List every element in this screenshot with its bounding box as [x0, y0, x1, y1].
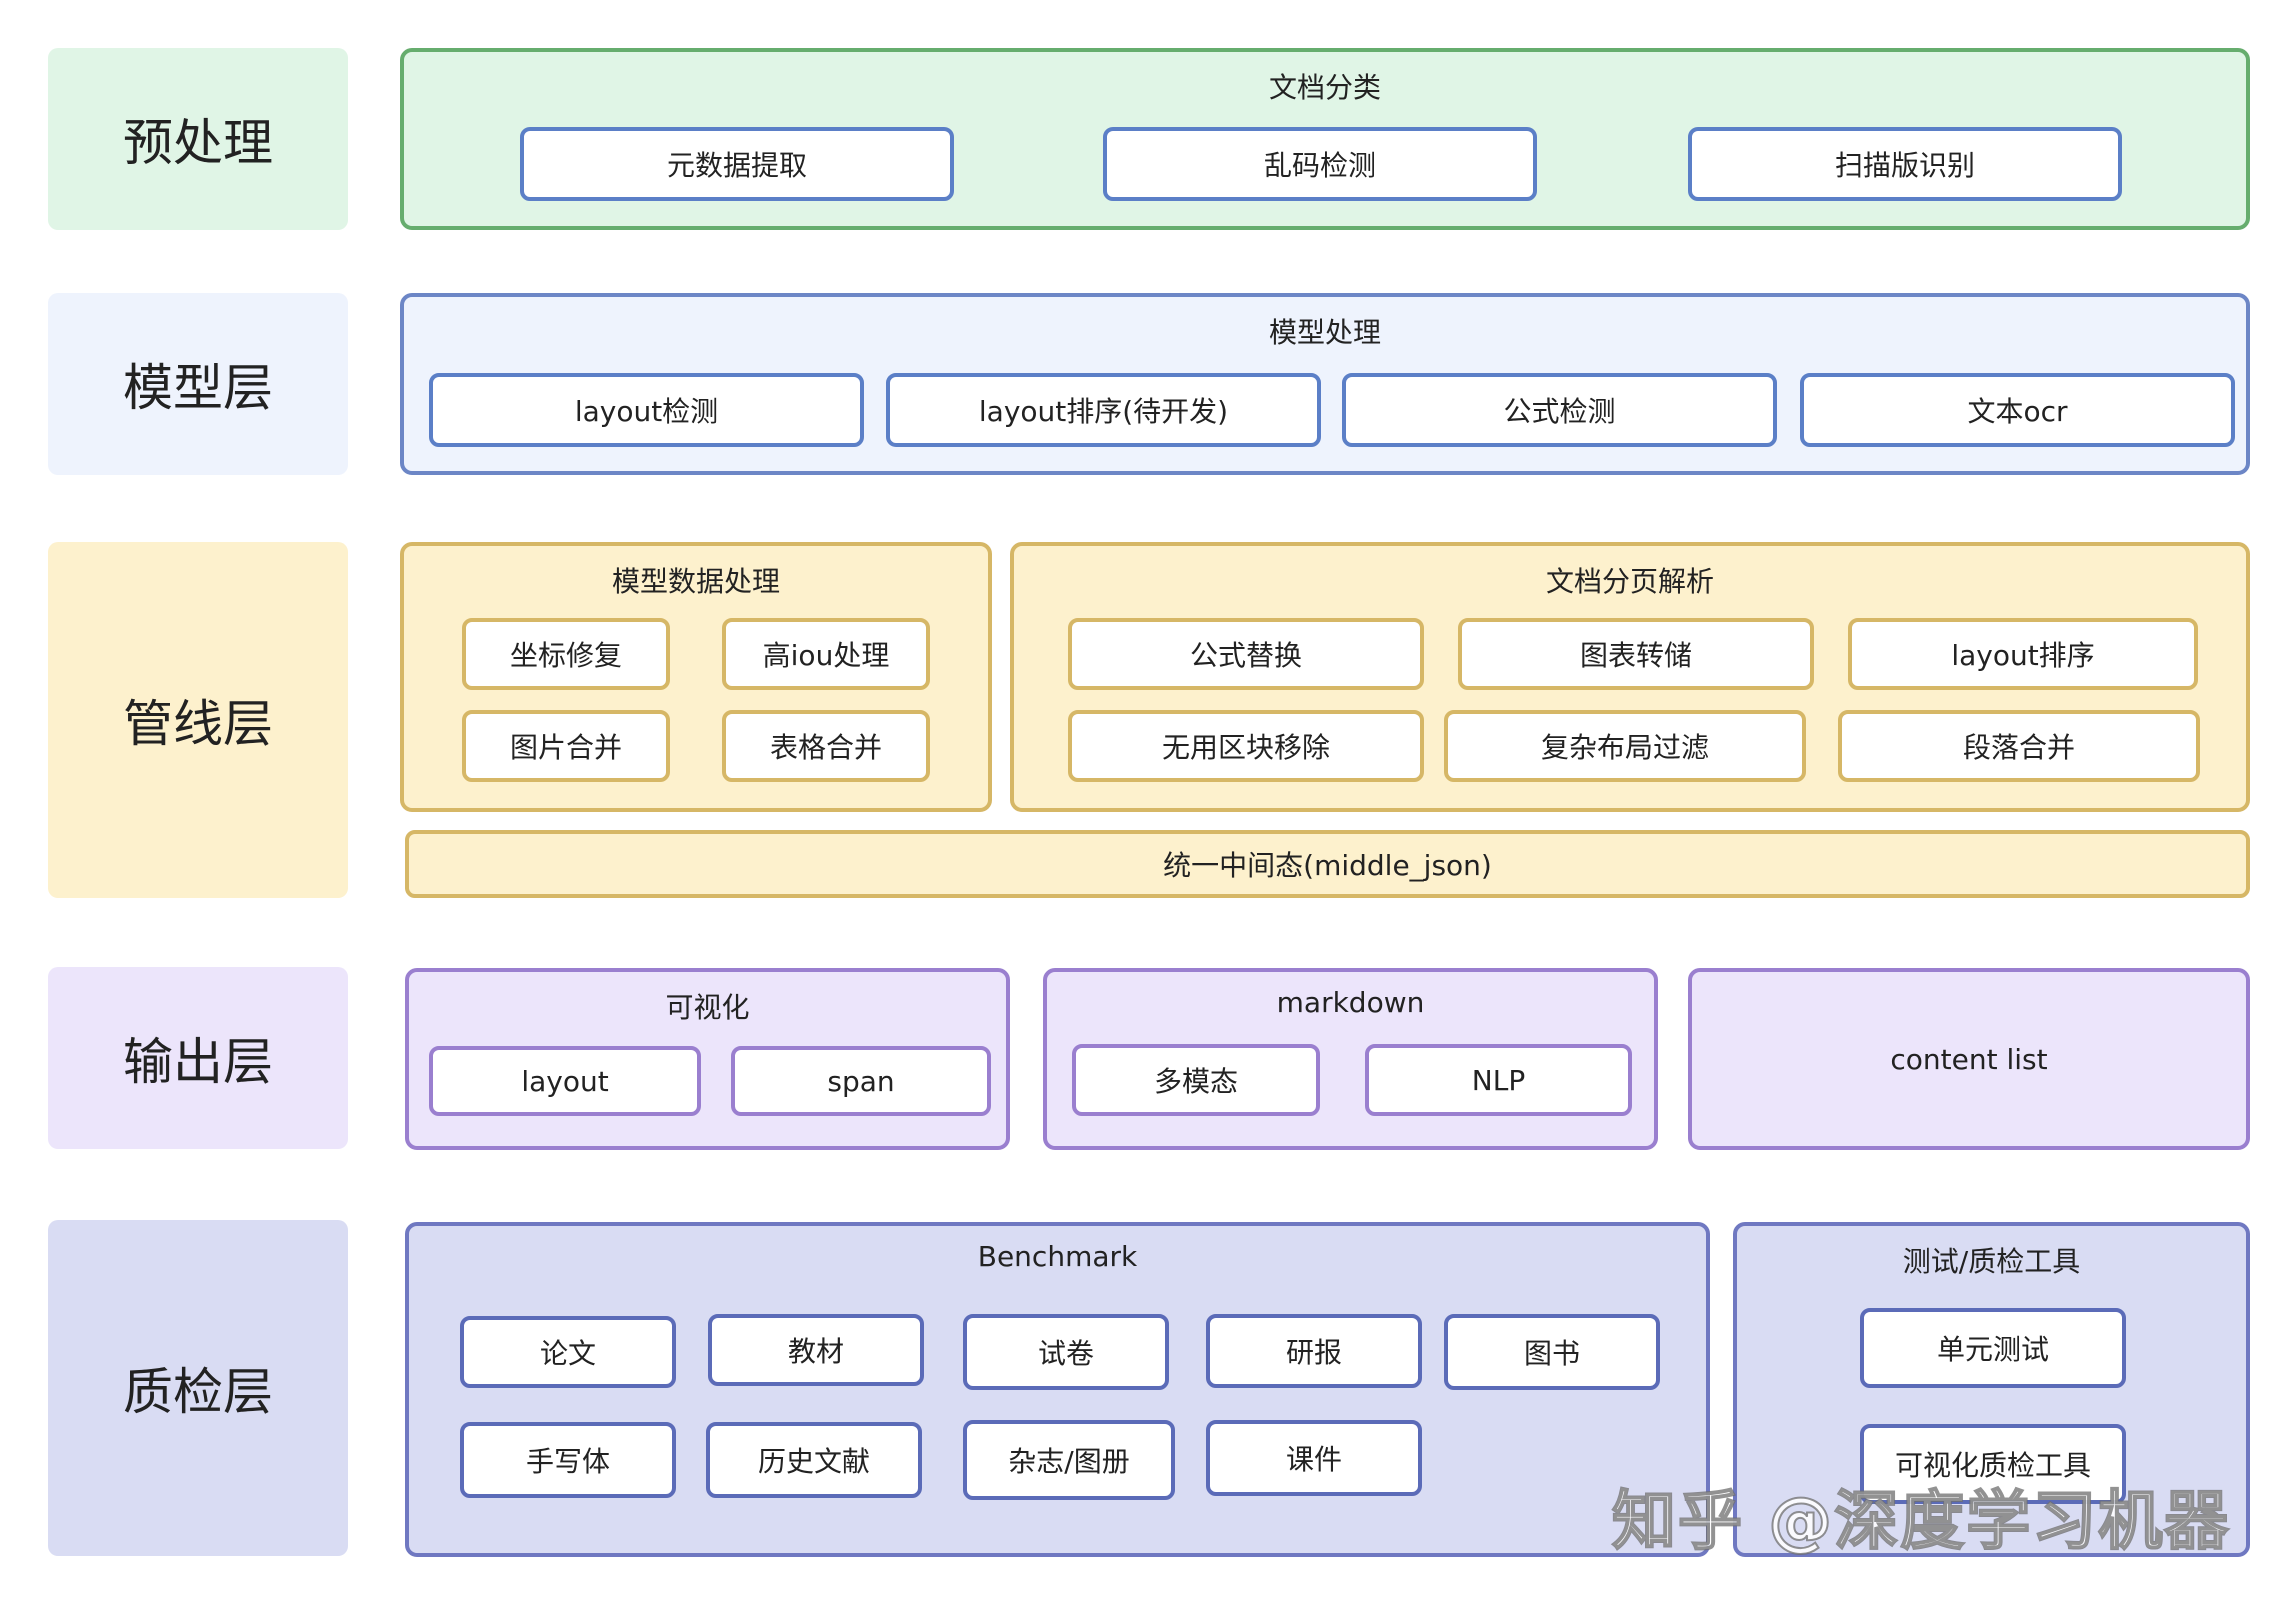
benchmark-handwriting-box: 手写体: [460, 1422, 676, 1498]
text-ocr-box: 文本ocr: [1800, 373, 2235, 447]
content-list-group: content list: [1688, 968, 2250, 1150]
watermark: 知乎 @深度学习机器: [1611, 1484, 2231, 1560]
layout-detect-box: layout检测: [429, 373, 864, 447]
layer-output: 输出层: [48, 967, 348, 1149]
visualization-title: 可视化: [665, 991, 750, 1024]
layer-model: 模型层: [48, 293, 348, 475]
layer-preprocess: 预处理: [48, 48, 348, 230]
markdown-title: markdown: [1276, 986, 1425, 1019]
scan-identify-box: 扫描版识别: [1688, 127, 2122, 201]
benchmark-magazine-box: 杂志/图册: [963, 1420, 1175, 1500]
benchmark-historical-box: 历史文献: [706, 1422, 922, 1498]
high-iou-box: 高iou处理: [722, 618, 930, 690]
span-output-box: span: [731, 1046, 991, 1116]
doc-classification-title: 文档分类: [1268, 71, 1381, 104]
page-parse-title: 文档分页解析: [1545, 565, 1714, 598]
benchmark-paper-box: 论文: [460, 1316, 676, 1388]
layer-model-label: 模型层: [123, 359, 273, 417]
test-tools-title: 测试/质检工具: [1902, 1245, 2081, 1278]
visual-qa-tool-box: 可视化质检工具: [1860, 1424, 2126, 1504]
useless-block-remove-box: 无用区块移除: [1068, 710, 1424, 782]
layout-order-box: layout排序: [1848, 618, 2198, 690]
metadata-extract-box: 元数据提取: [520, 127, 954, 201]
layout-output-box: layout: [429, 1046, 701, 1116]
multimodal-box: 多模态: [1072, 1044, 1320, 1116]
benchmark-textbook-box: 教材: [708, 1314, 924, 1386]
content-list-label: content list: [1890, 1042, 2048, 1076]
nlp-box: NLP: [1365, 1044, 1632, 1116]
image-merge-box: 图片合并: [462, 710, 670, 782]
benchmark-book-box: 图书: [1444, 1314, 1660, 1390]
formula-detect-box: 公式检测: [1342, 373, 1777, 447]
paragraph-merge-box: 段落合并: [1838, 710, 2200, 782]
coord-fix-box: 坐标修复: [462, 618, 670, 690]
model-data-title: 模型数据处理: [611, 565, 780, 598]
complex-layout-filter-box: 复杂布局过滤: [1444, 710, 1806, 782]
benchmark-title: Benchmark: [977, 1240, 1138, 1273]
layer-qa-label: 质检层: [123, 1363, 273, 1421]
middle-json-box: 统一中间态(middle_json): [405, 830, 2250, 898]
unit-test-box: 单元测试: [1860, 1308, 2126, 1388]
table-merge-box: 表格合并: [722, 710, 930, 782]
layer-preprocess-label: 预处理: [123, 114, 273, 172]
garbled-detect-box: 乱码检测: [1103, 127, 1537, 201]
chart-dump-box: 图表转储: [1458, 618, 1814, 690]
layer-pipeline-label: 管线层: [123, 695, 273, 753]
benchmark-exam-box: 试卷: [963, 1314, 1169, 1390]
benchmark-report-box: 研报: [1206, 1314, 1422, 1388]
benchmark-courseware-box: 课件: [1206, 1420, 1422, 1496]
model-processing-title: 模型处理: [1268, 316, 1381, 349]
layer-qa: 质检层: [48, 1220, 348, 1556]
formula-replace-box: 公式替换: [1068, 618, 1424, 690]
layer-pipeline: 管线层: [48, 542, 348, 898]
layout-sort-box: layout排序(待开发): [886, 373, 1321, 447]
layer-output-label: 输出层: [123, 1033, 273, 1091]
